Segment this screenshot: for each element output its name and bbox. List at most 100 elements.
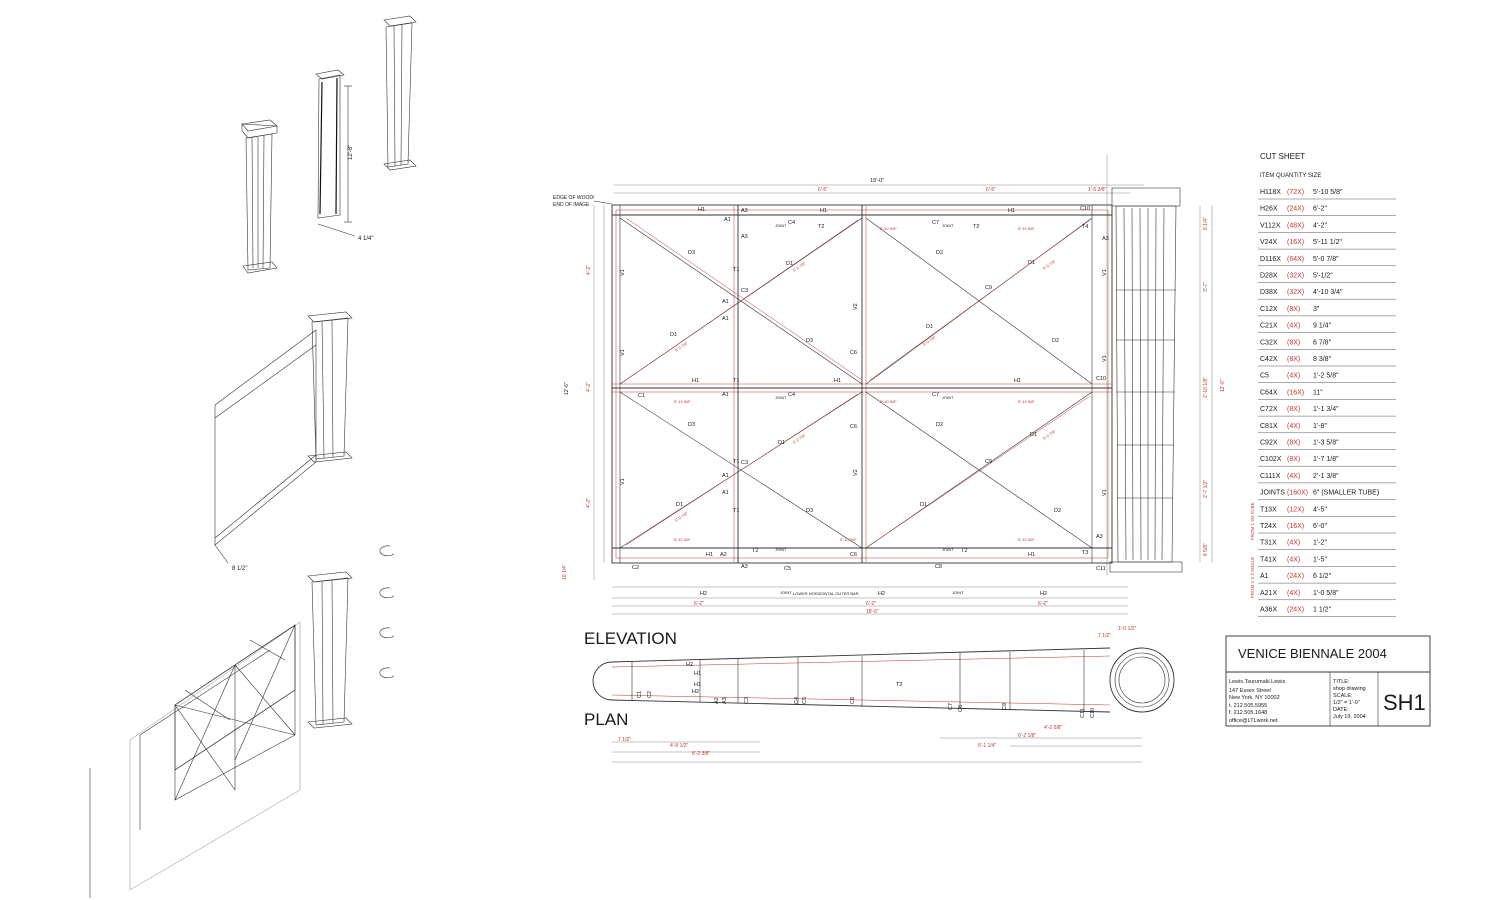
label-h2-b: H2 [878, 591, 885, 597]
cut-item: T13X [1260, 506, 1277, 513]
cut-sheet-row: C32X(8X)6 7/8" [1258, 339, 1396, 350]
diagonal-braces [619, 217, 1093, 549]
cut-item: C111X [1260, 473, 1281, 480]
joint-note-8: JOINT [952, 590, 964, 595]
cut-sheet-row: D28X(32X)5'-1/2" [1258, 273, 1396, 283]
cut-sheet-row: A21X(4X)1'-0 5/8" [1258, 590, 1396, 601]
cut-size: 9 1/4" [1313, 323, 1332, 330]
cut-item: A36X [1260, 607, 1277, 614]
label-v1-b: V1 [620, 349, 626, 356]
cut-item: C5 [1260, 373, 1269, 380]
joint-note-7: JOINT [780, 590, 792, 595]
label-d1-c: D1 [926, 324, 933, 330]
iso-width-dim: 4 1/4" [358, 236, 373, 242]
label-a2: A2 [720, 552, 727, 558]
elevation-drawing: 19'-0" 6'-6" 6'-6" 1'-5 3/8" EDGE OF WOO… [553, 155, 1255, 648]
iso-wall-dim: 8 1/2" [232, 566, 247, 572]
cut-item: A1 [1260, 573, 1269, 580]
cut-sheet: CUT SHEET ITEM QUANTITY SIZE H118X(72X)5… [1258, 152, 1396, 617]
label-a1-d: A1 [722, 392, 729, 398]
label-v1-d: V1 [1102, 269, 1108, 276]
clip-parts [379, 545, 395, 679]
firm-email: office@LTLwork.net [1229, 718, 1278, 724]
cut-item: A21X [1260, 590, 1277, 597]
label-c10-a: C10 [1080, 206, 1090, 212]
plan-h1-b: H1 [694, 682, 701, 688]
cut-item: T41X [1260, 556, 1277, 563]
label-c3-b: C3 [741, 460, 748, 466]
plan-dim-3: 6'-2 3/8" [692, 751, 711, 757]
cut-qty: (48X) [1287, 222, 1304, 229]
plan-a2: A2 [714, 697, 720, 704]
cut-size: 4'-2" [1313, 222, 1327, 229]
plan-dim-6: 6'-2 1/8" [1018, 733, 1037, 739]
cut-item: C42X [1260, 356, 1278, 363]
joint-note-5: JOINT [775, 547, 787, 552]
plan-c11: C11 [1080, 708, 1086, 718]
label-c6-c: C6 [850, 552, 857, 558]
cut-sheet-row: T31X(4X)1'-2" [1258, 540, 1396, 550]
cut-qty: (24X) [1287, 206, 1304, 213]
plan-a3: A3 [722, 697, 728, 704]
cut-qty: (8X) [1287, 356, 1300, 363]
edge-note-line2: END OF IMAGE [553, 202, 590, 208]
elevation-column [1109, 187, 1183, 573]
cut-sheet-row: T13X(12X)4'-5" [1258, 506, 1396, 517]
plan-c6: C6 [850, 697, 856, 704]
iso-height-dim: 12'-8" [348, 145, 354, 160]
h-dim-3: 5'-10 5/8" [674, 399, 691, 404]
cut-qty: (24X) [1287, 607, 1304, 614]
label-t3: T3 [1082, 550, 1088, 556]
label-c5: C5 [784, 566, 791, 572]
title-block: VENICE BIENNALE 2004 Lewis.Tsurumaki.Lew… [1225, 635, 1431, 727]
diag-dim-1: 5'-0 7/8" [792, 260, 807, 273]
plan-section-lines [631, 650, 1085, 712]
cut-sheet-row: T24X(16X)6'-0" [1258, 523, 1396, 534]
label-c9-b: C9 [985, 459, 992, 465]
plan-c8: C8 [958, 705, 964, 712]
cut-item: C64X [1260, 389, 1278, 396]
elev-right-dim-3: 2'-10 1/8" [1203, 377, 1209, 398]
label-t2-a: T2 [818, 224, 824, 230]
joint-note-1: JOINT [775, 223, 787, 228]
cut-sheet-row: JOINTS(160X)6" (SMALLER TUBE) [1258, 490, 1396, 500]
cut-sheet-row: C92X(8X)1'-3 5/8" [1258, 440, 1396, 450]
cut-sheet-row: C5(4X)1'-2 5/8" [1258, 373, 1396, 383]
label-t1-d: T1 [733, 508, 739, 514]
label-d2-b: D2 [1052, 338, 1059, 344]
cut-sheet-row: A1(24X)6 1/2" [1258, 573, 1396, 584]
date-label: DATE: [1333, 707, 1349, 713]
label-v1-c: V1 [620, 478, 626, 485]
label-d3-b: D3 [806, 338, 813, 344]
cut-item: JOINTS [1260, 490, 1285, 497]
label-v1-f: V1 [1102, 489, 1108, 496]
label-a1-e: A1 [722, 473, 729, 479]
elev-top-dim-1: 6'-6" [818, 187, 828, 193]
elev-right-dim-2: 3'-7" [1203, 282, 1209, 292]
cut-qty: (4X) [1287, 540, 1300, 547]
label-h1-c: H1 [1008, 208, 1015, 214]
plan-h2-b: H2 [692, 689, 699, 695]
cut-item: V24X [1260, 239, 1277, 246]
cut-size: 1'-1 3/4" [1313, 406, 1339, 413]
label-d3-c: D3 [688, 422, 695, 428]
cut-item: C21X [1260, 323, 1278, 330]
cut-qty: (8X) [1287, 456, 1300, 463]
h-dim-1: 5'-10 5/8" [880, 226, 897, 231]
title-value: shop drawing [1333, 686, 1366, 692]
cut-sheet-row: C42X(8X)8 3/8" [1258, 356, 1396, 367]
plan-dim-5: 4'-2 5/8" [1044, 725, 1063, 731]
label-d1-g: D1 [920, 502, 927, 508]
label-c4-b: C4 [788, 392, 795, 398]
label-c2: C2 [632, 565, 639, 571]
firm-address-1: 147 Essex Street [1229, 688, 1271, 694]
elevation-label: ELEVATION [584, 629, 677, 648]
cut-qty: (32X) [1287, 289, 1304, 296]
label-v2-a: V2 [853, 303, 859, 310]
plan-c5: C5 [802, 697, 808, 704]
cut-item: C92X [1260, 440, 1278, 447]
column-iso-1 [241, 119, 278, 274]
scale-label: SCALE: [1333, 693, 1353, 699]
cut-qty: (8X) [1287, 339, 1300, 346]
label-d1-a: D1 [670, 332, 677, 338]
